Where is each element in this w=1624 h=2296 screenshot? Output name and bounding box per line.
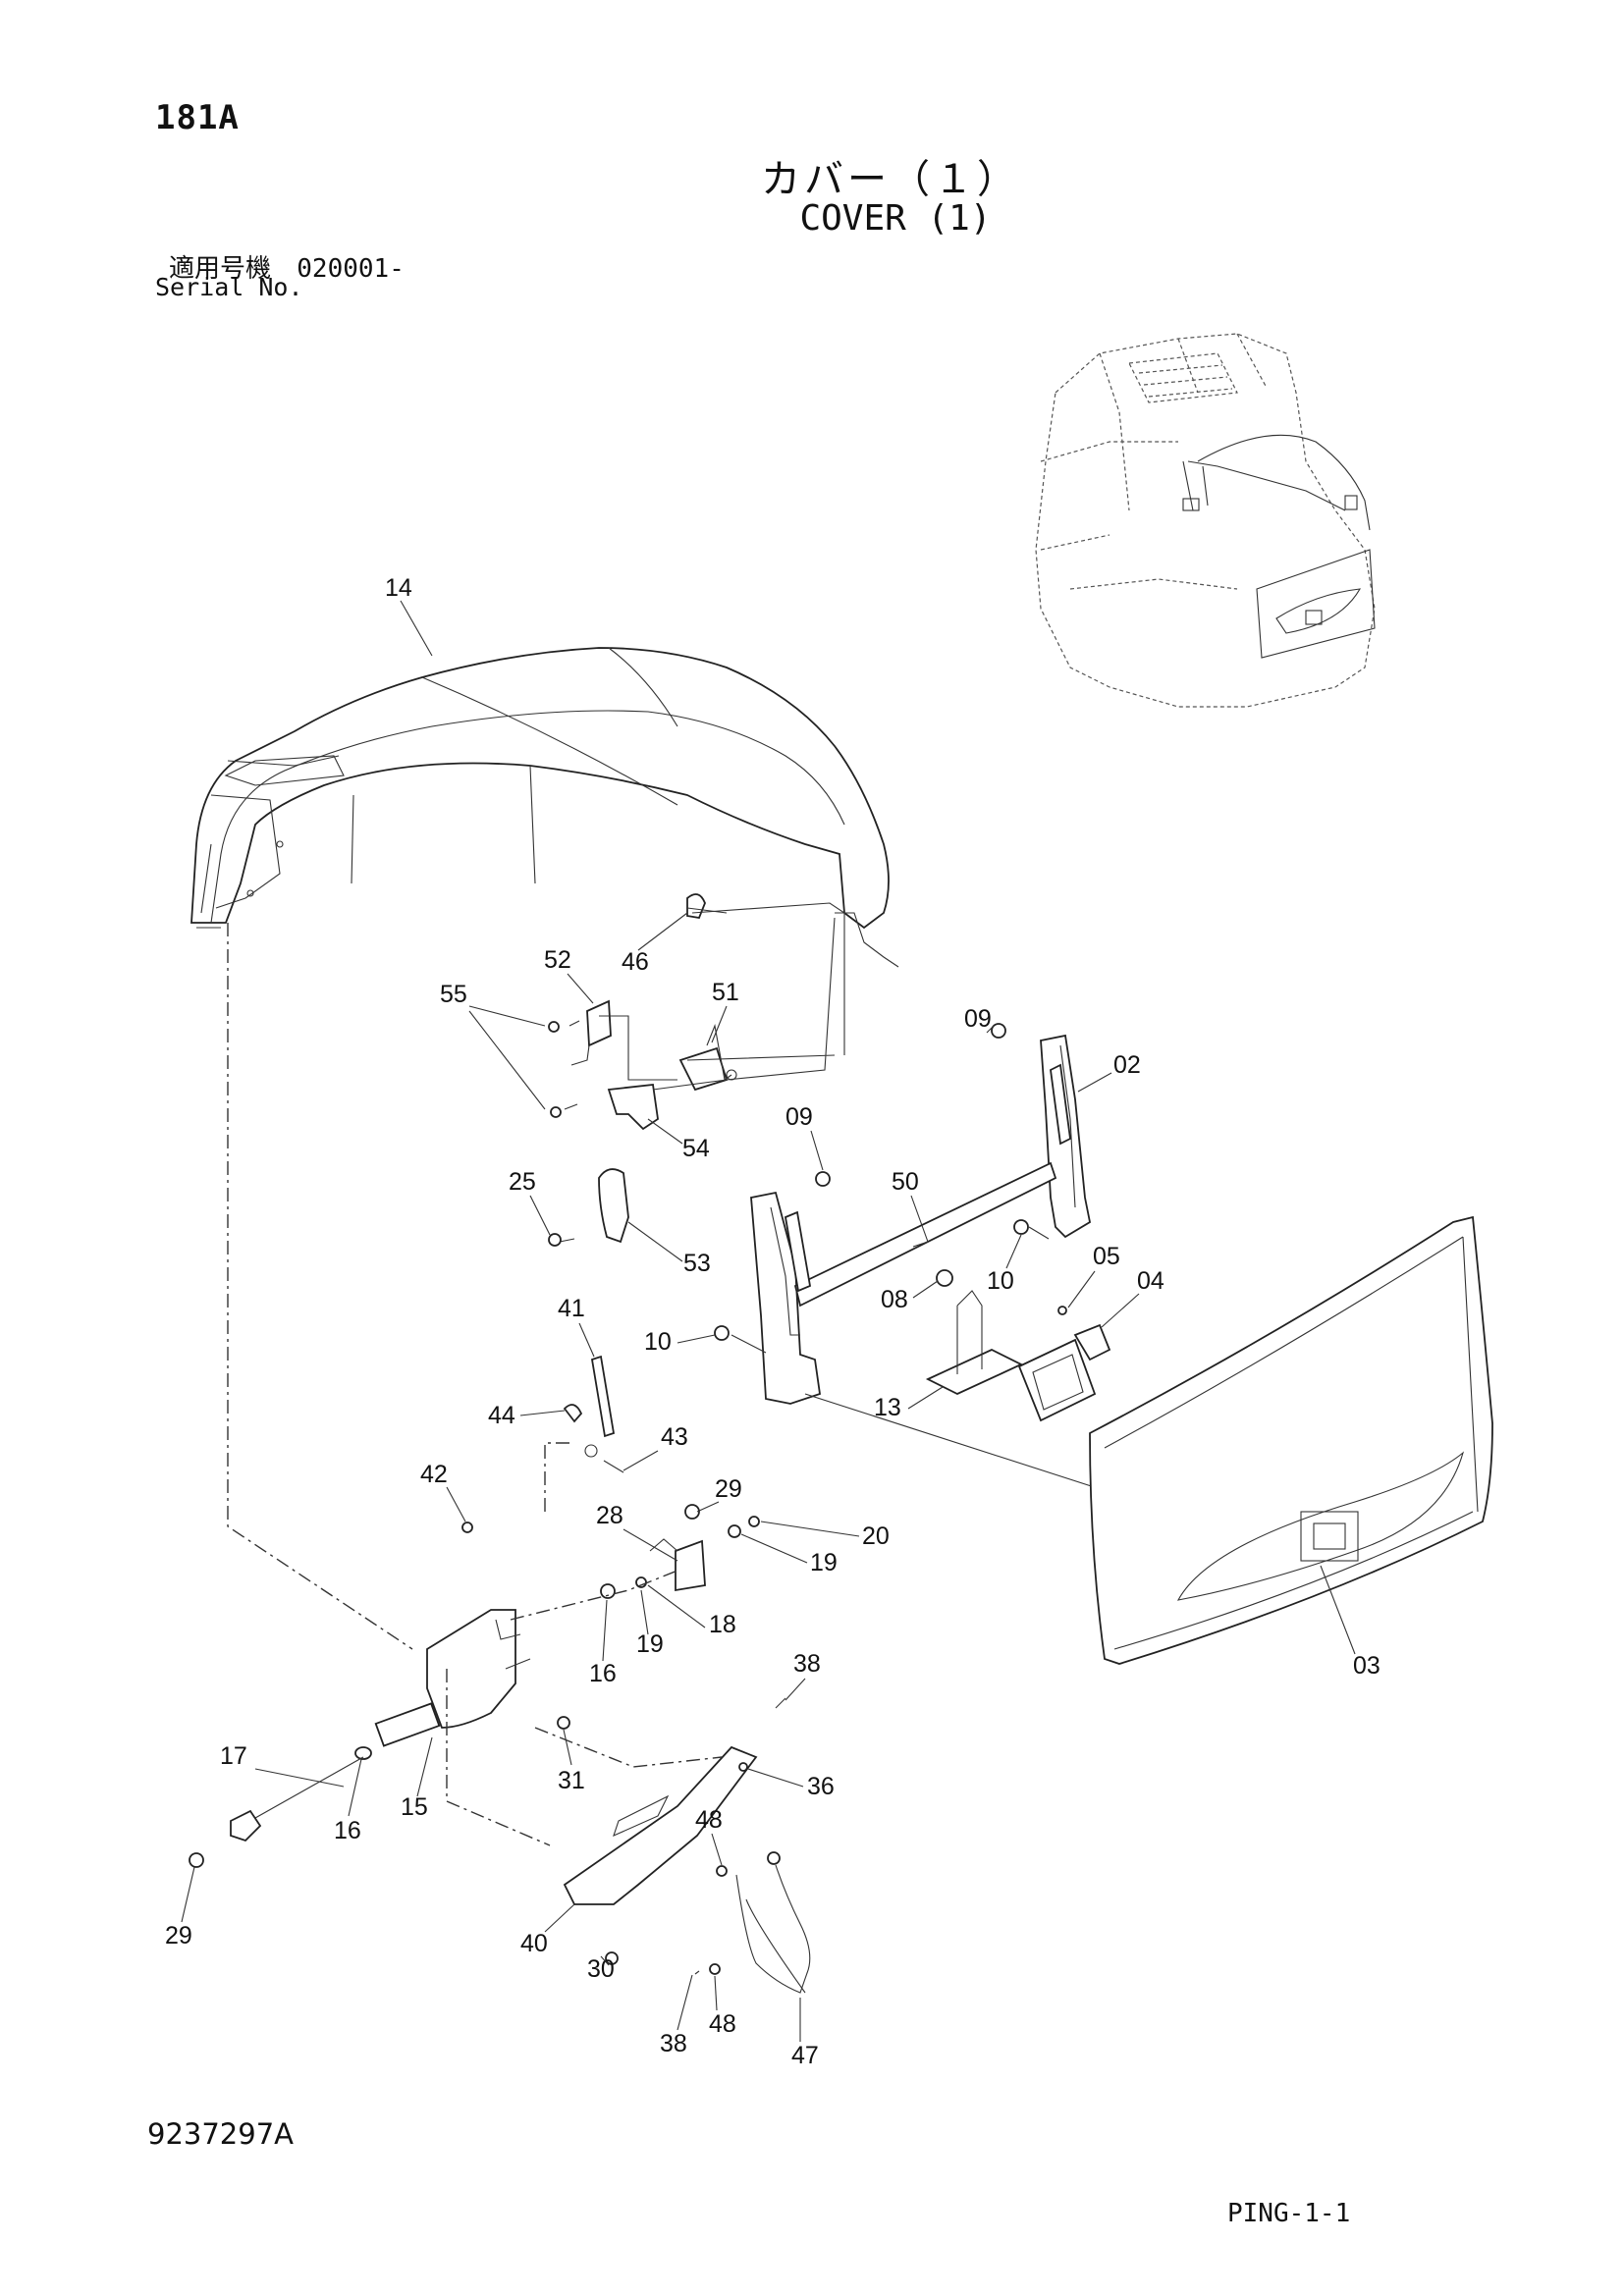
callout-54: 54 xyxy=(682,1135,710,1162)
callout-02: 02 xyxy=(1113,1051,1141,1079)
leader-lines xyxy=(227,907,728,1846)
callout-55: 55 xyxy=(440,981,467,1008)
callout-15: 15 xyxy=(401,1793,428,1821)
callout-31: 31 xyxy=(558,1767,585,1794)
check-plate-parts xyxy=(563,1697,811,1994)
callout-labels: 14 46 52 55 51 09 02 09 54 25 50 53 05 0… xyxy=(165,574,1380,2069)
page-title-english: COVER (1) xyxy=(799,198,992,239)
callout-38b: 38 xyxy=(660,2030,687,2057)
serial-value: 020001- xyxy=(297,254,405,284)
callout-29b: 29 xyxy=(165,1922,192,1949)
callout-48b: 48 xyxy=(709,2010,736,2038)
page-title-japanese: カバー（１） xyxy=(761,157,1020,202)
callout-47: 47 xyxy=(791,2042,819,2069)
callout-29: 29 xyxy=(715,1475,742,1503)
callout-46: 46 xyxy=(622,948,649,976)
machine-inset-view xyxy=(1035,333,1376,708)
callout-25: 25 xyxy=(509,1168,536,1196)
callout-19: 19 xyxy=(810,1549,838,1576)
callout-14: 14 xyxy=(385,574,412,602)
callout-08: 08 xyxy=(881,1286,908,1313)
sheet-identifier: PING-1-1 xyxy=(1227,2199,1351,2228)
callout-48: 48 xyxy=(695,1806,723,1834)
callout-05: 05 xyxy=(1093,1243,1120,1270)
callout-40: 40 xyxy=(520,1930,548,1957)
callout-18: 18 xyxy=(709,1611,736,1638)
serial-label-english: Serial No. xyxy=(155,273,303,301)
callout-28: 28 xyxy=(596,1502,623,1529)
callout-41: 41 xyxy=(558,1295,585,1322)
callout-16: 16 xyxy=(589,1660,617,1687)
callout-30: 30 xyxy=(587,1955,615,1983)
callout-51: 51 xyxy=(712,979,739,1006)
callout-09: 09 xyxy=(964,1005,992,1033)
part-03-front-panel xyxy=(1089,1215,1493,1665)
part-14-cover xyxy=(190,647,899,968)
callout-13: 13 xyxy=(874,1394,901,1421)
callout-09b: 09 xyxy=(785,1103,813,1131)
callout-36: 36 xyxy=(807,1773,835,1800)
document-number: 9237297A xyxy=(147,2117,294,2151)
callout-42: 42 xyxy=(420,1461,448,1488)
serial-label-japanese: 適用号機 xyxy=(169,254,272,284)
callout-44: 44 xyxy=(488,1402,515,1429)
callout-52: 52 xyxy=(544,946,571,974)
callout-03: 03 xyxy=(1353,1652,1380,1680)
support-frame-parts xyxy=(714,1023,1110,1493)
callout-17: 17 xyxy=(220,1742,247,1770)
latch-assembly-parts xyxy=(548,893,845,1247)
callout-20: 20 xyxy=(862,1522,890,1550)
serial-applicability: 適用号機 020001- xyxy=(169,248,405,285)
callout-50: 50 xyxy=(892,1168,919,1196)
page-code: 181A xyxy=(155,98,240,137)
latch-hardware-parts xyxy=(925,1269,1111,1422)
callout-16b: 16 xyxy=(334,1817,361,1844)
callout-43: 43 xyxy=(661,1423,688,1451)
callout-19b: 19 xyxy=(636,1630,664,1658)
callout-53: 53 xyxy=(683,1250,711,1277)
callout-10b: 10 xyxy=(644,1328,672,1356)
callout-38: 38 xyxy=(793,1650,821,1678)
callout-04: 04 xyxy=(1137,1267,1164,1295)
callout-10: 10 xyxy=(987,1267,1014,1295)
